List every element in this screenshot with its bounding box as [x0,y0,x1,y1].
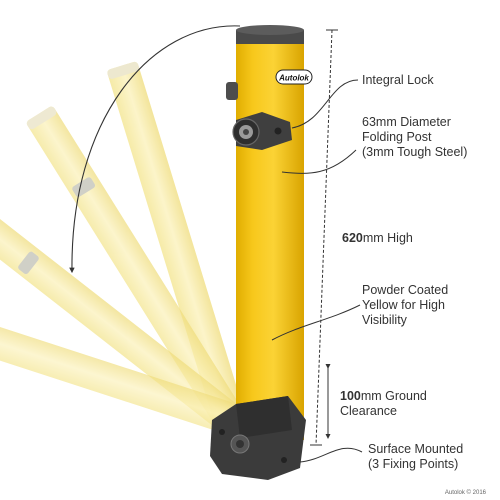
ghost-post-3 [0,191,238,430]
height-dimension-line [315,29,333,446]
copyright-text: Autolok © 2016 [444,490,486,496]
fold-arc-arrow [69,25,241,274]
surface-mount-base [210,396,306,480]
label-powder-coated: Powder Coated Yellow for High Visibility [362,283,449,327]
label-ground-clearance: 100mm Ground Clearance [340,389,427,418]
leader-integral-lock [291,79,359,129]
main-post: Autolok [226,25,313,440]
leader-surface-mounted [299,447,363,463]
label-surface-mounted: Surface Mounted (3 Fixing Points) [368,442,464,471]
autolok-logo: Autolok [278,74,309,83]
leader-powder-coated [271,304,361,341]
label-folding-post: 63mm Diameter Folding Post (3mm Tough St… [362,115,468,159]
ghost-post-1 [107,61,245,424]
label-height: 620mm High [342,231,413,245]
label-integral-lock: Integral Lock [362,73,434,87]
integral-lock [232,112,292,150]
ghost-post-4 [0,297,233,433]
leader-folding-post [281,149,357,174]
